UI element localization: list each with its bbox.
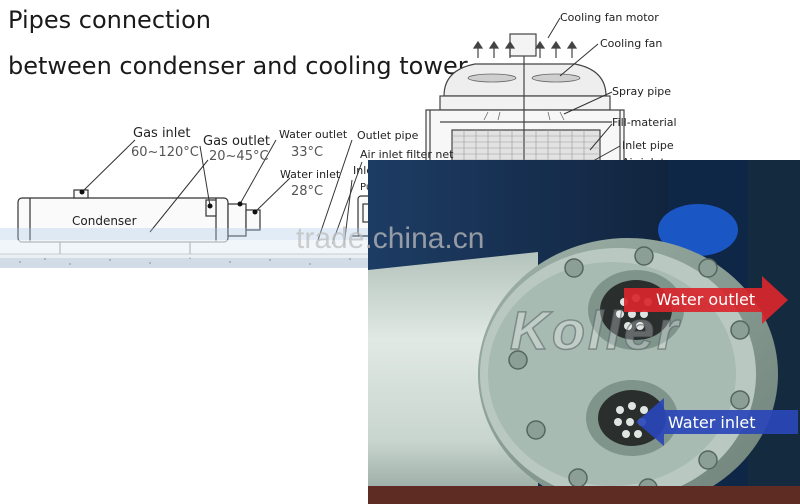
air-inlet-filter-net-label: Air inlet filter net	[360, 148, 454, 161]
diagram-fade-band	[0, 228, 380, 268]
gas-inlet-temp: 60~120°C	[131, 145, 199, 160]
condenser-label: Condenser	[72, 214, 137, 228]
koller-watermark: Koller	[509, 300, 682, 362]
water-inlet-label: Water inlet	[280, 168, 341, 181]
outlet-arrow	[624, 276, 788, 324]
spray-pipe-label: Spray pipe	[612, 85, 672, 98]
exhaust-arrows	[472, 40, 578, 58]
tower-left-leader-lines	[317, 139, 363, 247]
condenser-photo	[368, 160, 800, 504]
photo-water-outlet-label: Water outlet	[656, 290, 756, 309]
water-outlet-label: Water outlet	[279, 128, 348, 141]
water-outlet-temp: 33°C	[291, 145, 324, 160]
inlet-arrow	[636, 398, 798, 446]
gas-outlet-label: Gas outlet	[203, 134, 270, 149]
water-inlet-temp: 28°C	[291, 184, 324, 199]
spray-drops	[483, 111, 565, 121]
inlet-pipe-right-label: Inlet pipe	[622, 139, 674, 152]
page-title: Pipes connection	[8, 6, 211, 34]
gas-inlet-label: Gas inlet	[133, 126, 191, 141]
photo-water-inlet-label: Water inlet	[668, 413, 756, 432]
page-subtitle: between condenser and cooling tower	[8, 52, 468, 80]
condenser-anchor-dots	[79, 189, 258, 215]
flange-bolts	[508, 246, 750, 498]
gas-outlet-temp: 20~45°C	[209, 149, 269, 164]
cooling-fan-label: Cooling fan	[600, 37, 663, 50]
outlet-pipe-label: Outlet pipe	[357, 129, 419, 142]
trade-watermark: trade.china.cn	[296, 222, 485, 255]
condenser-leader-lines	[81, 139, 291, 233]
cooling-fan-blades	[467, 73, 581, 83]
fill-material-label: Fill-material	[612, 116, 677, 129]
cooling-fan-motor-label: Cooling fan motor	[560, 11, 659, 24]
